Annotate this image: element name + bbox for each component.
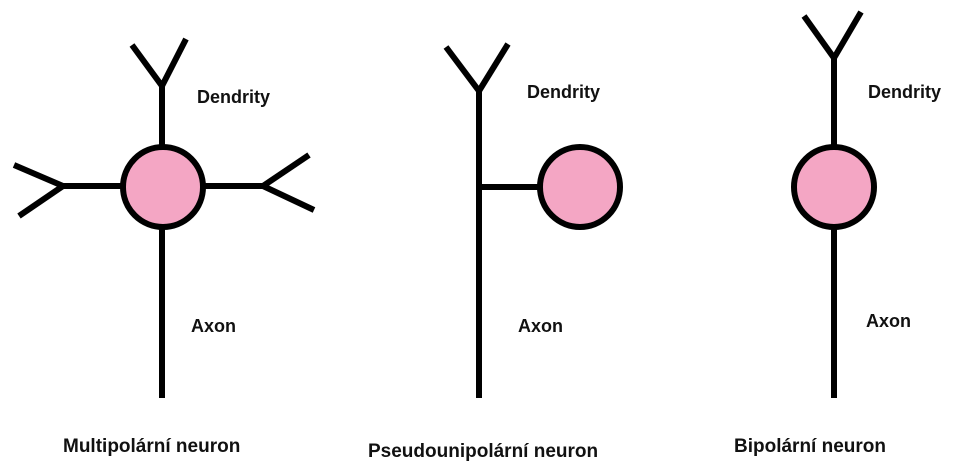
pseudounipolar-neuron: Dendrity Axon Pseudounipolární neuron <box>368 44 620 462</box>
multipolar-axon-label: Axon <box>191 316 236 336</box>
pseudounipolar-dendrite-branch-right <box>479 44 508 91</box>
bipolar-dendrite-branch-right <box>834 12 861 58</box>
bipolar-dendrite-branch-left <box>804 16 834 58</box>
bipolar-caption: Bipolární neuron <box>734 436 886 457</box>
multipolar-right-dendrite-branch-down <box>263 186 314 210</box>
pseudounipolar-soma <box>540 147 620 227</box>
bipolar-neuron: Dendrity Axon Bipolární neuron <box>734 12 941 457</box>
pseudounipolar-caption: Pseudounipolární neuron <box>368 441 598 462</box>
bipolar-dendrite-label: Dendrity <box>868 82 941 102</box>
multipolar-left-dendrite-branch-down <box>19 186 63 216</box>
multipolar-neuron: Dendrity Axon Multipolární neuron <box>14 39 314 457</box>
pseudounipolar-dendrite-branch-left <box>446 47 479 91</box>
multipolar-dendrite-label: Dendrity <box>197 87 270 107</box>
multipolar-soma <box>123 147 203 227</box>
pseudounipolar-dendrite-label: Dendrity <box>527 82 600 102</box>
bipolar-soma <box>794 147 874 227</box>
multipolar-right-dendrite-branch-up <box>263 155 309 186</box>
pseudounipolar-axon-label: Axon <box>518 316 563 336</box>
multipolar-top-dendrite-branch-left <box>132 45 162 86</box>
bipolar-axon-label: Axon <box>866 311 911 331</box>
multipolar-caption: Multipolární neuron <box>63 436 240 457</box>
multipolar-left-dendrite-branch-up <box>14 165 63 186</box>
multipolar-top-dendrite-branch-right <box>162 39 186 86</box>
